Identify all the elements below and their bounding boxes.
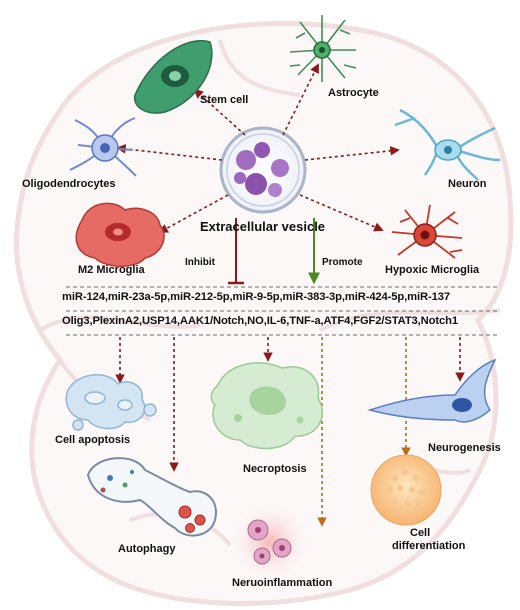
brain-outline [14,20,514,606]
astrocyte-icon [289,15,357,82]
autophagy-label: Autophagy [118,543,176,555]
neurogenesis-icon [367,358,497,423]
outcome-arrows [115,337,465,527]
extracellular-vesicle-label: Extracellular vesicle [200,219,326,234]
astrocyte-label: Astrocyte [328,87,379,99]
hypoxic-microglia-label: Hypoxic Microglia [385,264,480,276]
neuron-icon [394,108,501,181]
cell-differentiation-icon [370,454,442,526]
inhibit-arrow [228,218,244,285]
necroptosis-icon [210,362,323,450]
stem-cell-icon [133,40,213,114]
neuroinflammation-icon [225,497,315,587]
autophagy-icon [86,457,217,537]
cell-apoptosis-label: Cell apoptosis [55,434,131,446]
m2-microglia-label: M2 Microglia [78,264,145,276]
m2-microglia-icon [75,202,165,267]
neuroinflammation-label: Neruoinflammation [232,577,333,589]
oligodendrocyte-icon [69,117,137,177]
separator-lines [66,286,500,336]
mirna-list: miR-124,miR-23a-5p,miR-212-5p,miR-9-5p,m… [62,291,450,303]
cell-differentiation-line2: differentiation [392,540,466,552]
hypoxic-microglia-icon [391,204,463,259]
neuron-label: Neuron [448,178,487,190]
necroptosis-label: Necroptosis [243,463,307,475]
promote-label: Promote [322,257,363,268]
molecular-target-list: Olig3,PlexinA2,USP14,AAK1/Notch,NO,IL-6,… [62,315,459,327]
inhibit-label: Inhibit [185,257,215,268]
cell-differentiation-line1: Cell [410,527,431,539]
oligodendrocytes-label: Oligodendrocytes [22,178,116,190]
ev-arrows [116,63,400,233]
cell-differentiation-label: Cell differentiation [392,527,492,553]
cell-apoptosis-icon [65,374,157,431]
extracellular-vesicle-icon [219,126,307,214]
stem-cell-label: Stem cell [200,94,249,106]
neurogenesis-label: Neurogenesis [428,442,501,454]
